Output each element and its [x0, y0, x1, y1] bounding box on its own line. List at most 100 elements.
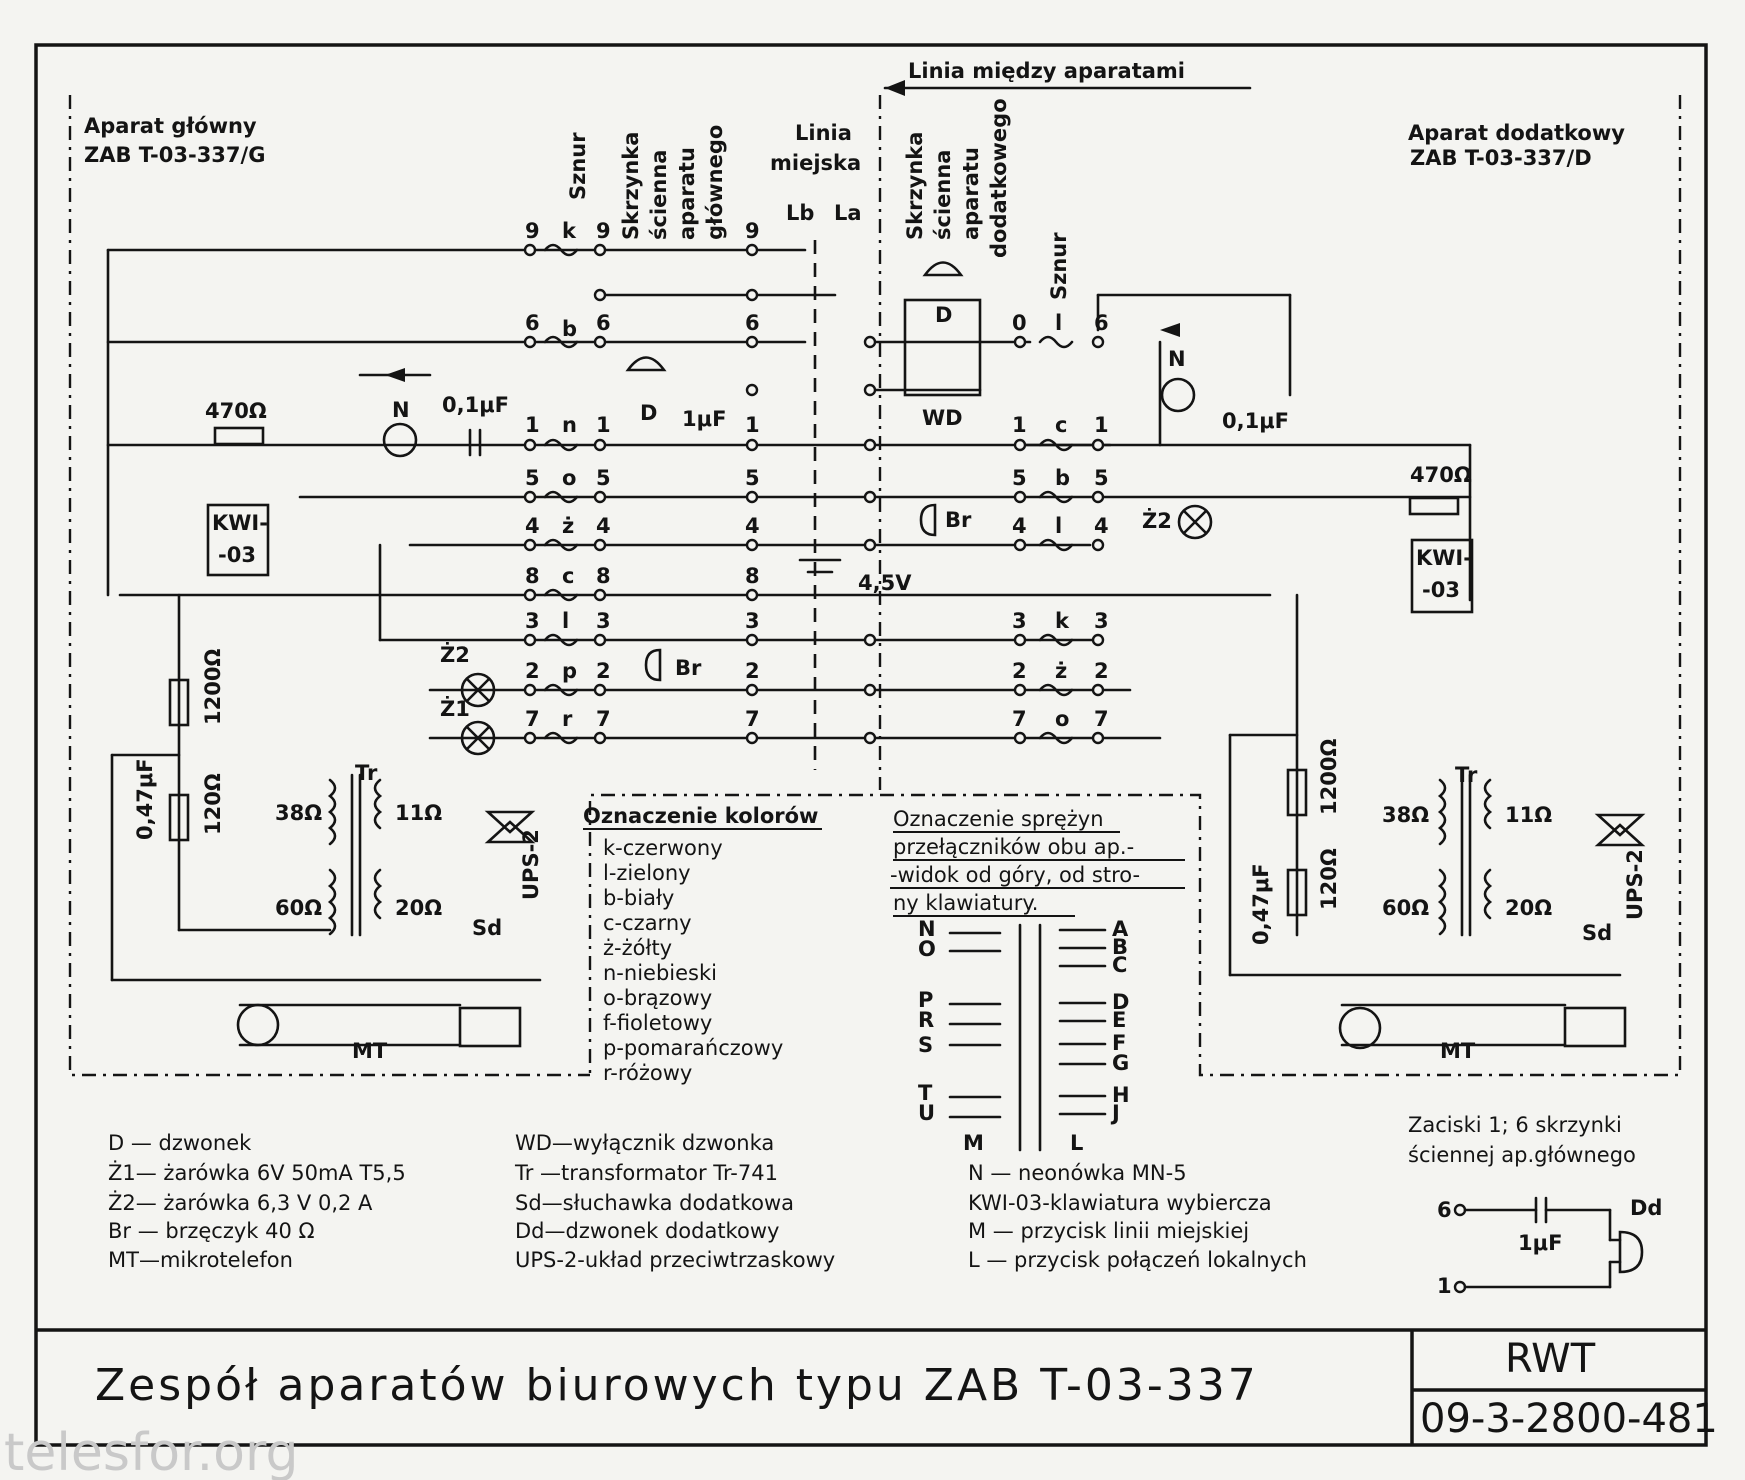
- color-item-8: f-fioletowy: [603, 1011, 712, 1035]
- wb-9: 9: [745, 219, 760, 243]
- line-between-text: Linia między aparatami: [908, 59, 1185, 83]
- spring-l-label: L: [1070, 1131, 1083, 1155]
- wall-box-extra-label: Skrzynka ścienna aparatu dodatkowego: [903, 98, 1011, 258]
- ups-extra: UPS-2: [1623, 849, 1647, 920]
- r20-extra: 20Ω: [1505, 896, 1552, 920]
- main-unit-model: ZAB T-03-337/G: [84, 143, 265, 167]
- r11-main: 11Ω: [395, 801, 442, 825]
- z2-extra: Ż2: [1142, 508, 1172, 533]
- rwire-5-right: 3: [1094, 609, 1109, 633]
- term-1: 1: [1437, 1274, 1452, 1298]
- bell-main-label: D: [640, 401, 657, 425]
- rwire-2-code: c: [1055, 413, 1067, 437]
- wall-box-extra-line-3: aparatu: [959, 147, 983, 240]
- spring-b: B: [1112, 935, 1128, 959]
- c047-extra: 0,47μF: [1249, 863, 1273, 945]
- symbols-legend: D — dzwonek Ż1— żarówka 6V 50mA T5,5 Ż2—…: [108, 1131, 1307, 1272]
- spring-a: A: [1112, 917, 1129, 941]
- main-unit-boundary: [68, 95, 590, 1077]
- wire-9-left: 7: [525, 707, 540, 731]
- rwire-4-right: 4: [1094, 514, 1109, 538]
- kwi-main-1: KWI-: [212, 511, 268, 535]
- lamp-z2-extra: Ż2: [1142, 504, 1213, 540]
- org-code: RWT: [1505, 1336, 1596, 1382]
- color-item-3: b-biały: [603, 886, 674, 910]
- battery-label: 4,5V: [858, 571, 912, 595]
- sym-col3-3: M — przycisk linii miejskiej: [968, 1219, 1249, 1243]
- r120-extra: 120Ω: [1317, 848, 1341, 910]
- sym-col3-2: KWI-03-klawiatura wybiercza: [968, 1191, 1272, 1215]
- wb-1: 1: [745, 413, 760, 437]
- springs-title-3: -widok od góry, od stro-: [890, 863, 1140, 887]
- buzzer-extra-label: Br: [945, 508, 972, 532]
- wb-6: 6: [745, 311, 760, 335]
- rwire-1-code: l: [1055, 311, 1062, 335]
- wire-2-left: 6: [525, 311, 540, 335]
- wall-box-main-line-1: Skrzynka: [619, 132, 643, 240]
- wd-label: WD: [922, 406, 963, 430]
- r1200-extra: 1200Ω: [1317, 739, 1341, 815]
- sym-col2-3: Sd—słuchawka dodatkowa: [515, 1191, 794, 1215]
- springs-title-1: Oznaczenie sprężyn: [893, 807, 1104, 831]
- wire-labels-main: 9 k 9 6 b 6 1 n 1 5 o 5 4 ż 4 8 c 8 3 l …: [525, 219, 611, 731]
- wall-box-extra-line-2: ścienna: [931, 150, 955, 240]
- wire-1-right: 9: [596, 219, 611, 243]
- main-unit-title: Aparat główny: [84, 114, 257, 138]
- cap-01-main: 0,1μF: [442, 393, 509, 417]
- wire-7-code: l: [562, 609, 569, 633]
- rwire-4-left: 4: [1012, 514, 1027, 538]
- color-item-6: n-niebieski: [603, 961, 717, 985]
- z2-main: Ż2: [440, 642, 470, 667]
- neon-lamp-extra: N: [1160, 323, 1196, 413]
- z1-main: Ż1: [440, 696, 470, 721]
- la-label: La: [834, 201, 862, 225]
- extra-unit-model: ZAB T-03-337/D: [1410, 146, 1592, 170]
- sym-col2-4: Dd—dzwonek dodatkowy: [515, 1219, 779, 1243]
- r120-main: 120Ω: [201, 773, 225, 835]
- rwire-7-code: o: [1055, 707, 1069, 731]
- term-6: 6: [1437, 1198, 1452, 1222]
- wall-box-main-label: Skrzynka ścienna aparatu głównego: [619, 125, 727, 240]
- rwire-5-left: 3: [1012, 609, 1027, 633]
- bell-extra-label: D: [935, 303, 952, 327]
- r470-extra: 470Ω: [1410, 463, 1472, 487]
- terminals-note: Zaciski 1; 6 skrzynki ściennej ap.główne…: [1408, 1113, 1662, 1298]
- colors-legend-title: Oznaczenie kolorów: [583, 804, 818, 828]
- kwi-keypad-extra: KWI- -03: [1410, 538, 1474, 614]
- mt-extra: MT: [1440, 1039, 1476, 1063]
- wire-9-right: 7: [596, 707, 611, 731]
- color-item-1: k-czerwony: [603, 836, 723, 860]
- wire-4-code: o: [562, 466, 576, 490]
- kwi-keypad-main: KWI- -03: [206, 503, 270, 577]
- spring-d: D: [1112, 990, 1129, 1014]
- rwire-6-code: ż: [1055, 659, 1067, 683]
- wb-2: 2: [745, 659, 760, 683]
- spring-p: P: [918, 988, 933, 1012]
- spring-n: N: [918, 917, 936, 941]
- sym-col1-5: MT—mikrotelefon: [108, 1248, 293, 1272]
- wall-box-numbers: 9 6 1 5 4 8 3 2 7: [745, 219, 760, 731]
- r20-main: 20Ω: [395, 896, 442, 920]
- springs-title-2: przełączników obu ap.-: [893, 835, 1134, 859]
- wire-7-left: 3: [525, 609, 540, 633]
- wire-1-left: 9: [525, 219, 540, 243]
- battery-45v: 4,5V: [798, 558, 912, 595]
- lamp-z1-main: Ż1: [440, 696, 496, 756]
- neon-label-main: N: [392, 398, 410, 422]
- lb-label: Lb: [786, 201, 814, 225]
- springs-title-4: ny klawiatury.: [893, 891, 1038, 915]
- colors-legend: Oznaczenie kolorów k-czerwony l-zielony …: [583, 804, 822, 1085]
- wire-labels-extra: 0 l 6 1 c 1 5 b 5 4 l 4 3 k 3 2 ż 2 7 o …: [1012, 311, 1109, 731]
- color-item-9: p-pomarańczowy: [603, 1036, 783, 1060]
- city-line-label-2: miejska: [770, 151, 861, 175]
- wire-3-code: n: [562, 413, 577, 437]
- drawing-frame: [34, 43, 1708, 1447]
- wire-3-right: 1: [596, 413, 611, 437]
- cord-coils: [543, 243, 1074, 745]
- spring-lines-right: [1058, 928, 1107, 1116]
- r60-extra: 60Ω: [1382, 896, 1429, 920]
- capacitor-01-main: [468, 428, 482, 457]
- wb-8: 8: [745, 564, 760, 588]
- sd-main: Sd: [472, 916, 502, 940]
